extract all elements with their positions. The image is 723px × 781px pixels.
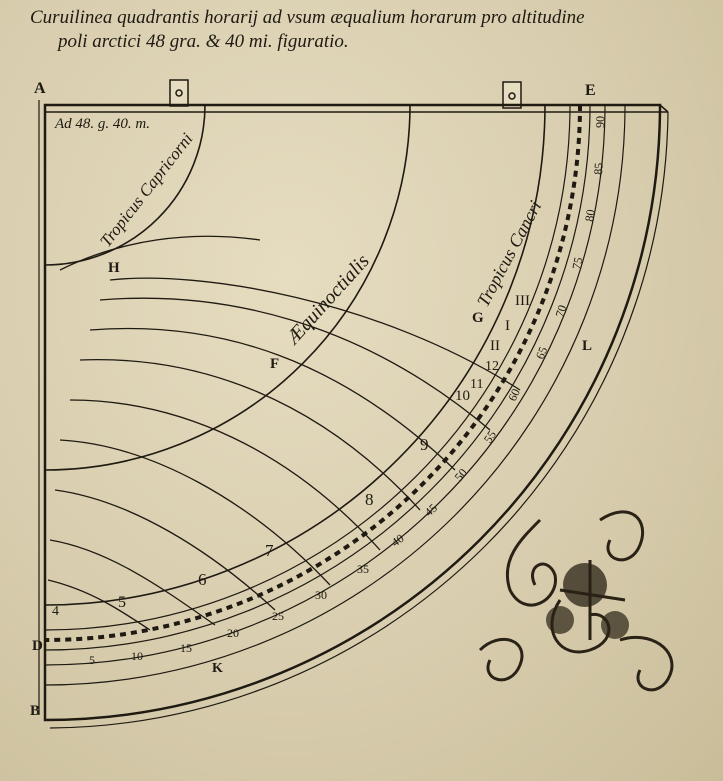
scale-85: 85 xyxy=(591,162,606,175)
corner-d: D xyxy=(32,638,43,654)
flourish-ornament xyxy=(478,510,674,692)
scale-35: 35 xyxy=(357,562,369,576)
hour-number-8: 8 xyxy=(365,490,374,509)
hour-roman-1: I xyxy=(505,318,510,334)
scale-30: 30 xyxy=(315,588,327,602)
scale-60: 60 xyxy=(505,386,523,403)
scale-70: 70 xyxy=(552,303,569,319)
scale-25: 25 xyxy=(272,609,284,623)
hour-number-7: 7 xyxy=(265,541,274,560)
hour-number-5: 5 xyxy=(118,594,126,611)
corner-a: A xyxy=(34,80,46,97)
caption-line-2: poli arctici 48 gra. & 40 mi. figuratio. xyxy=(58,31,349,52)
hour-number-6: 6 xyxy=(198,570,207,589)
scale-10: 10 xyxy=(131,649,143,663)
capricorn-letter: H xyxy=(108,260,120,276)
latitude-label: Ad 48. g. 40. m. xyxy=(54,116,150,132)
equinox-label: Æquinoctialis xyxy=(281,250,374,350)
hour-roman-3: III xyxy=(515,293,530,309)
scale-20: 20 xyxy=(227,626,239,640)
hour-number-9: 9 xyxy=(420,435,429,454)
cancer-letter: G xyxy=(472,310,484,326)
hour-number-4: 4 xyxy=(52,604,59,619)
hour-number-11: 11 xyxy=(470,377,483,392)
scale-55: 55 xyxy=(481,428,499,446)
scale-degree-labels: 5 10 15 20 25 30 35 40 45 50 55 60 65 70… xyxy=(89,116,607,667)
scale-bands xyxy=(44,104,626,686)
capricorn-label: Tropicus Capricorni xyxy=(96,129,197,250)
scale-50: 50 xyxy=(452,466,470,484)
quadrant-frame xyxy=(38,100,669,729)
corner-b: B xyxy=(30,703,40,719)
hour-lines xyxy=(45,105,546,631)
hour-number-12: 12 xyxy=(485,359,499,374)
hour-roman-2: II xyxy=(490,338,500,354)
sight-vanes xyxy=(169,79,522,109)
hour-number-10: 10 xyxy=(455,388,470,404)
point-k: K xyxy=(212,661,223,676)
scale-90: 90 xyxy=(593,116,607,128)
corner-e: E xyxy=(585,82,596,99)
scale-75: 75 xyxy=(569,256,585,271)
point-l: L xyxy=(582,338,592,354)
equinox-letter: F xyxy=(270,356,279,372)
scale-40: 40 xyxy=(389,531,407,549)
figure-caption: Curuilinea quadrantis horarij ad vsum æq… xyxy=(30,6,585,54)
scale-65: 65 xyxy=(533,345,550,361)
scale-15: 15 xyxy=(180,641,192,655)
scale-5: 5 xyxy=(89,653,95,667)
caption-line-1: Curuilinea quadrantis horarij ad vsum æq… xyxy=(30,7,585,28)
scale-80: 80 xyxy=(582,209,598,223)
